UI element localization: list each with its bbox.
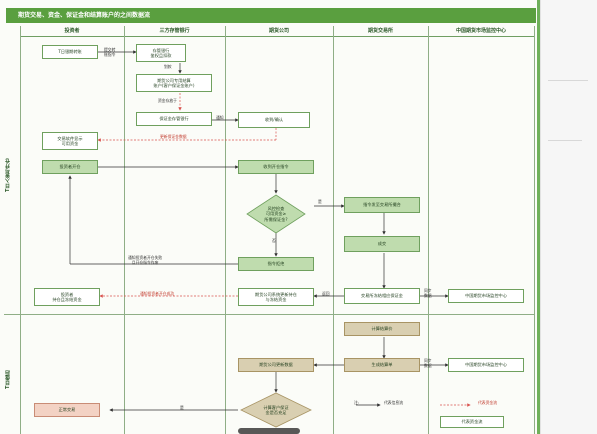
lane-monitor-center: 中国期货市场监控中心: [428, 26, 534, 37]
lane-divider: [124, 26, 125, 434]
lane-futures-company: 期货公司: [225, 26, 333, 37]
lane-bank: 三方存管银行: [124, 26, 225, 37]
box-collect-confirm: 收到/确认: [238, 112, 310, 128]
lane-divider: [333, 26, 334, 434]
box-trade-display: 交易软件显示可用资金: [42, 132, 98, 150]
box-monitor-2: 中国期货市场监控中心: [448, 358, 524, 372]
box-gen-settle: 生成结算单: [344, 358, 420, 372]
lane-divider: [225, 26, 226, 434]
box-investor-hold: 投资者持仓且冻结资金: [34, 288, 100, 306]
label-no: 否: [272, 238, 276, 243]
box-send-exchange: 指令发至交易所撮合: [344, 197, 420, 213]
scroll-edge: [537, 0, 540, 434]
box-update-hold: 期货公司系统更新持仓与冻结资金: [238, 288, 314, 306]
lane-investor: 投资者: [20, 26, 124, 37]
label-notify-success: 通知投资者开仓成功: [140, 291, 175, 296]
label-sync-2: 同步数据: [424, 358, 432, 368]
box-deal: 成交: [344, 236, 420, 252]
box-calc-price: 计算结算价: [344, 322, 420, 336]
decision-margin-check: 计算客户保证金是否充足: [240, 392, 312, 428]
box-receive-order: 收到开仓指令: [238, 160, 314, 174]
box-legend-fund: 代表资金流: [440, 416, 504, 428]
page-scrubber[interactable]: [238, 428, 300, 434]
lane-divider: [534, 26, 535, 434]
side-panel: [540, 0, 597, 434]
box-reject: 指令拒绝: [238, 257, 314, 271]
decision-risk-check: 风控检查可用资金≥所需保证金?: [246, 194, 306, 234]
label-bank-transfer: 划款: [164, 64, 172, 69]
label-yes-2: 是: [180, 405, 184, 410]
label-notice: 通知: [216, 115, 224, 120]
box-t-transfer: T日银期转账: [42, 45, 98, 59]
lane-exchange: 期货交易所: [333, 26, 428, 37]
box-custody-bank: 存管银行鉴权且扣款: [136, 44, 186, 62]
side-panel-line: [548, 80, 588, 81]
box-investor-order: 投资者开仓: [42, 160, 98, 174]
label-funds-flow: 资金存放于: [158, 98, 177, 103]
lane-divider: [428, 26, 429, 434]
legend-info-flow: 代表信息流: [384, 400, 403, 405]
legend-fund-flow: 代表资金流: [478, 400, 497, 405]
flow-connectors: [68, 50, 471, 412]
box-exchange-freeze: 交易所冻结相应保证金: [344, 288, 420, 304]
label-submit-transfer: 提交转账指令: [104, 47, 116, 57]
label-update-margin: 更新保证金数据: [160, 134, 187, 139]
label-sync-1: 同步数据: [424, 288, 432, 298]
diagram-title: 期货交易、资金、保证金和结算账户的之间数据流: [6, 8, 536, 23]
box-update-data: 期货公司更新数据: [238, 358, 314, 372]
box-normal-trade: 正常交易: [34, 403, 100, 417]
box-monitor-1: 中国期货市场监控中心: [448, 289, 524, 303]
label-return: 返回: [322, 291, 330, 296]
lane-divider: [20, 26, 21, 434]
box-futures-account: 期货公司专用结算账户(客户保证金账户): [136, 74, 212, 92]
label-notify-fail: 通知投资者开仓失败且开仓指令作废: [128, 255, 163, 265]
side-panel-line: [548, 140, 582, 141]
phase-divider: [4, 314, 534, 315]
box-margin-custody: 保证金存管银行: [136, 112, 212, 126]
label-yes: 是: [318, 199, 322, 204]
label-note: 注:: [354, 400, 360, 405]
